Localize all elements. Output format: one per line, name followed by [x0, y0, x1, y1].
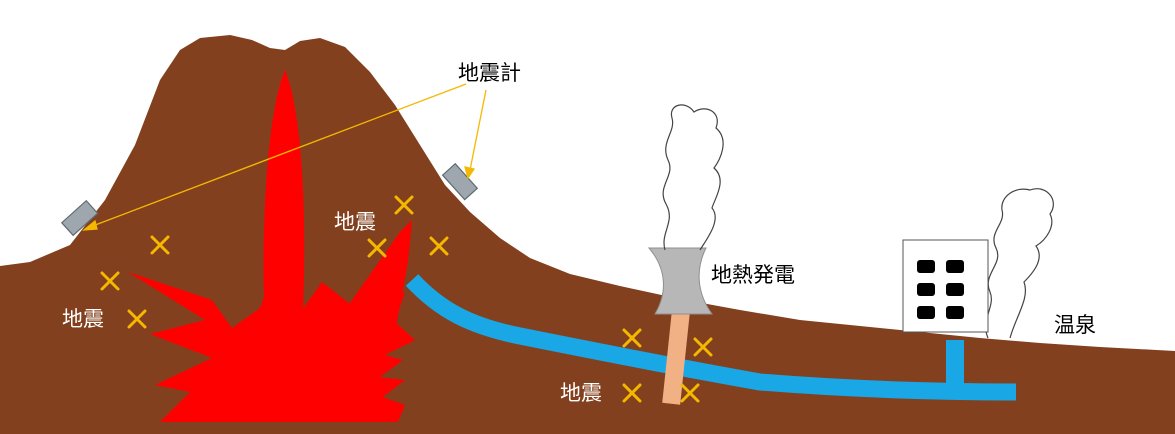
- window-icon: [946, 283, 964, 296]
- hot-spring-pipe: [946, 340, 964, 395]
- earthquake-label-deep: 地震: [560, 381, 602, 405]
- quake-x-icon: [622, 383, 642, 403]
- quake-x-icon: [693, 337, 713, 357]
- window-icon: [917, 260, 935, 273]
- magma-conduit: [263, 70, 305, 330]
- quake-x-icon: [100, 271, 120, 291]
- magma-dike: [345, 220, 412, 332]
- seismometer-icon: [441, 162, 479, 201]
- seismometer-icon: [60, 199, 99, 237]
- earthquake-label-summit: 地震: [334, 210, 376, 234]
- window-icon: [917, 283, 935, 296]
- volcano-ground: [0, 35, 1175, 434]
- quake-x-icon: [367, 238, 387, 258]
- quake-x-icon: [150, 235, 170, 255]
- quake-x-icon: [394, 195, 414, 215]
- hot-spring-building: [902, 239, 989, 333]
- quake-x-icon: [680, 383, 700, 403]
- window-icon: [946, 306, 964, 319]
- window-icon: [946, 260, 964, 273]
- smoke-plume-icon: [662, 104, 724, 251]
- magma-chamber: [128, 268, 415, 422]
- cooling-tower: [647, 247, 713, 315]
- smoke-plume-icon: [985, 188, 1054, 339]
- window-icon: [917, 306, 935, 319]
- seismometer-label: 地震計: [458, 61, 521, 85]
- quake-x-icon: [429, 236, 449, 256]
- earthquake-label-left: 地震: [62, 307, 104, 331]
- quake-x-icon: [622, 328, 642, 348]
- geothermal-well-pipe: [662, 311, 690, 405]
- seismometer-pointer-lines: [81, 83, 487, 231]
- hot-spring-label: 温泉: [1054, 313, 1096, 337]
- geothermal-plant-label: 地熱発電: [711, 263, 795, 287]
- quake-x-icon: [127, 309, 147, 329]
